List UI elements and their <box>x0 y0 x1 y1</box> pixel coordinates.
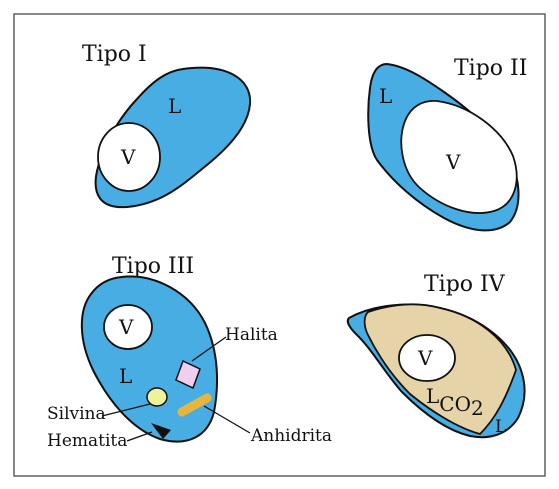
hematita-label: Hematita <box>47 431 127 451</box>
silvina-crystal <box>147 388 167 406</box>
vapor-label: V <box>118 315 134 339</box>
vapor-label: V <box>417 346 433 370</box>
anhidrita-label: Anhidrita <box>250 426 332 446</box>
liquid-label: L <box>119 364 132 388</box>
silvina-label: Silvina <box>47 404 106 424</box>
liquid-label: L <box>495 417 506 437</box>
co2-liquid-label-base: L <box>426 384 439 408</box>
liquid-label: L <box>168 94 181 118</box>
panel-title: Tipo II <box>454 56 527 81</box>
panel-title: Tipo I <box>82 42 147 67</box>
co2-liquid-label-sub: CO <box>439 392 471 416</box>
vapor-label: V <box>120 145 136 169</box>
vapor-label: V <box>445 150 461 174</box>
liquid-label: L <box>379 84 392 108</box>
halita-label: Halita <box>225 325 278 345</box>
panel-title: Tipo III <box>112 254 194 279</box>
panel-title: Tipo IV <box>424 272 506 297</box>
co2-liquid-label-subnum: 2 <box>471 396 484 420</box>
